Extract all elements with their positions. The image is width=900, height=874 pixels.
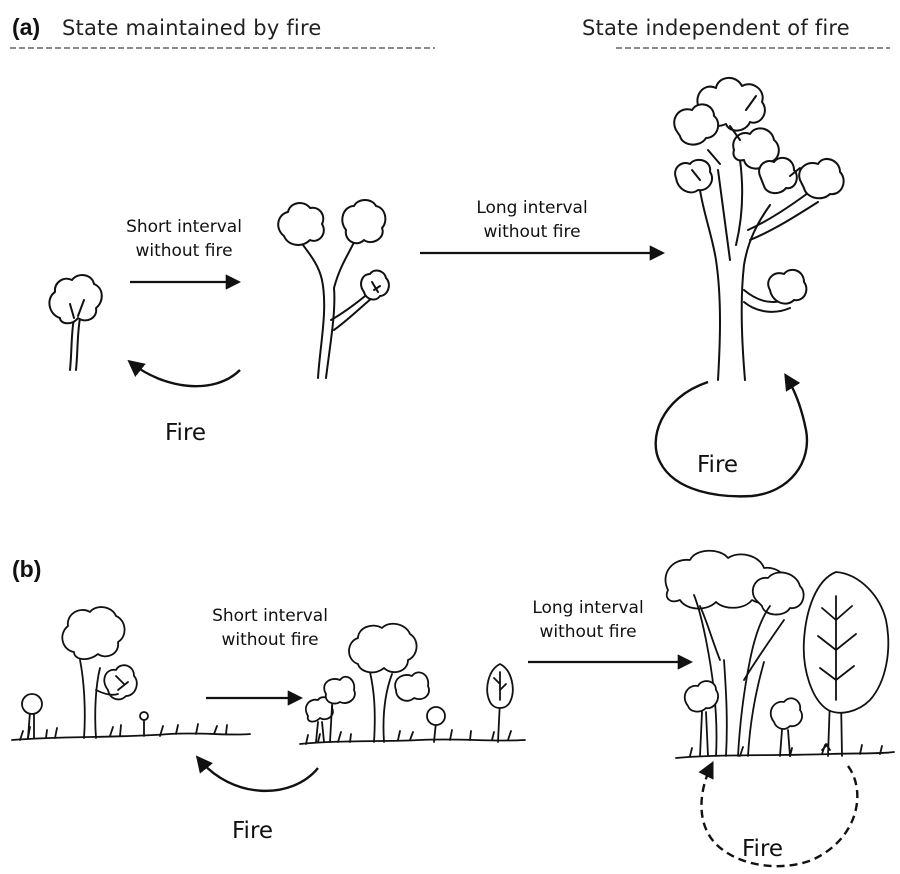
- fire-label-cycle-b: Fire: [742, 836, 784, 862]
- long-interval-label-a: Long interval without fire: [454, 196, 610, 244]
- woodland-scene-illustration: [299, 622, 526, 745]
- fire-return-arrow-b: [195, 755, 319, 793]
- fire-cycle-arrow-a: [654, 373, 809, 498]
- fire-label-return-b: Fire: [232, 818, 274, 844]
- long-interval-line2-a: without fire: [483, 222, 581, 242]
- sapling-small-illustration: [48, 274, 103, 371]
- mature-tree-illustration: [673, 77, 845, 381]
- short-interval-line2-b: without fire: [221, 630, 319, 650]
- fire-label-return-a: Fire: [165, 420, 207, 446]
- short-interval-label-a: Short interval without fire: [106, 215, 262, 263]
- panel-b-label: (b): [12, 556, 42, 582]
- heading-state-independent-of-fire: State independent of fire: [582, 16, 850, 40]
- short-interval-line1-b: Short interval: [212, 606, 328, 626]
- long-interval-line1-a: Long interval: [476, 198, 588, 218]
- long-interval-line2-b: without fire: [539, 622, 637, 642]
- heading-state-maintained-by-fire: State maintained by fire: [62, 16, 322, 40]
- panel-a-label: (a): [12, 14, 41, 40]
- resprout-tree-illustration: [277, 199, 390, 379]
- long-interval-line1-b: Long interval: [532, 598, 644, 618]
- long-interval-label-b: Long interval without fire: [510, 596, 666, 644]
- fire-return-arrow-a: [127, 359, 241, 388]
- fire-cycle-arrow-b: [698, 760, 859, 868]
- short-interval-label-b: Short interval without fire: [192, 604, 348, 652]
- forest-scene-illustration: [664, 549, 895, 759]
- short-interval-line2-a: without fire: [135, 241, 233, 261]
- fire-label-cycle-a: Fire: [697, 452, 739, 478]
- short-interval-line1-a: Short interval: [126, 217, 242, 237]
- savanna-scene-illustration: [11, 606, 251, 741]
